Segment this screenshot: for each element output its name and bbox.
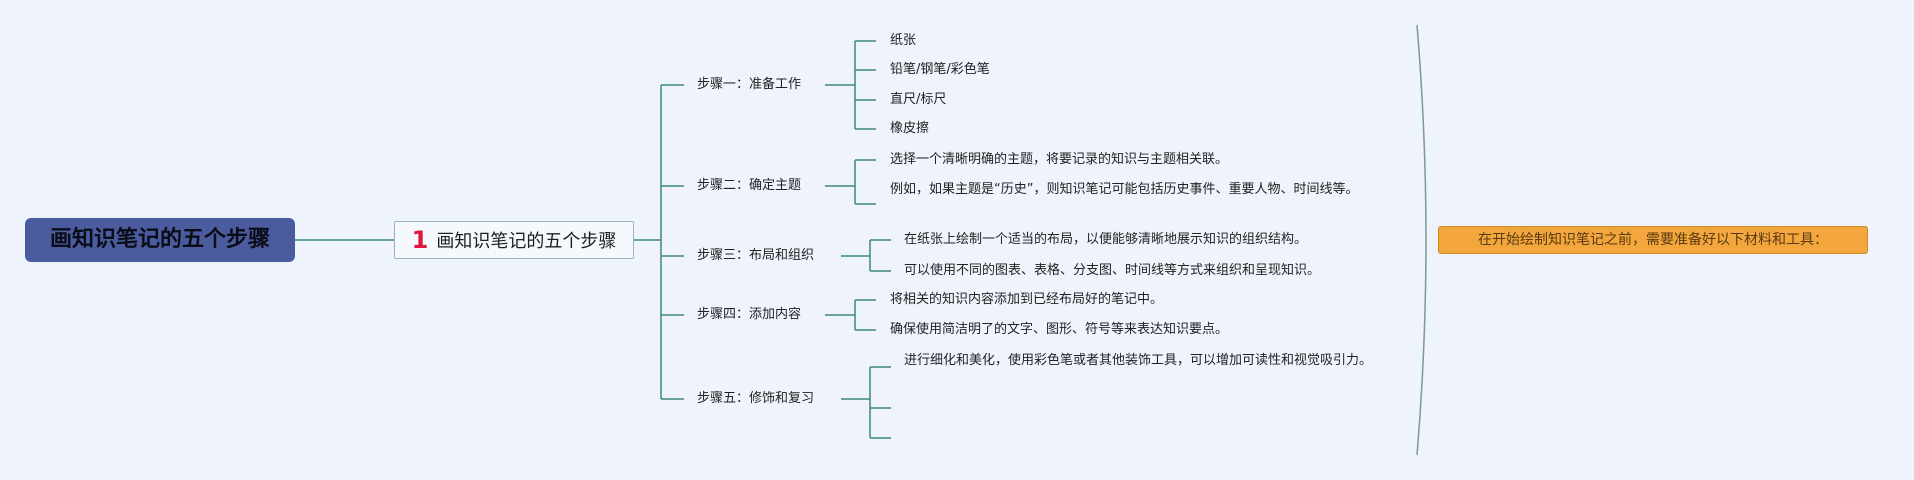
step-3-item-1[interactable]: 在纸张上绘制一个适当的布局，以便能够清晰地展示知识的组织结构。: [904, 232, 1308, 247]
step-4-item-1[interactable]: 将相关的知识内容添加到已经布局好的笔记中。: [890, 292, 1164, 307]
step-4-label[interactable]: 步骤四：添加内容: [697, 307, 802, 322]
step-3-item-2[interactable]: 可以使用不同的图表、表格、分支图、时间线等方式来组织和呈现知识。: [904, 263, 1321, 278]
step-1-label[interactable]: 步骤一：准备工作: [697, 77, 802, 92]
main-topic-number: 1: [411, 226, 429, 254]
step-5-label[interactable]: 步骤五：修饰和复习: [697, 391, 815, 406]
step-3-label[interactable]: 步骤三：布局和组织: [697, 248, 815, 263]
summary-brace: [1416, 24, 1427, 456]
step-5-item-1[interactable]: 进行细化和美化，使用彩色笔或者其他装饰工具，可以增加可读性和视觉吸引力。: [904, 353, 1373, 368]
step-1-item-3[interactable]: 直尺/标尺: [890, 92, 947, 107]
summary-note-text: 在开始绘制知识笔记之前，需要准备好以下材料和工具：: [1478, 232, 1828, 248]
main-topic[interactable]: 1 画知识笔记的五个步骤: [394, 221, 634, 259]
step-4-item-2[interactable]: 确保使用简洁明了的文字、图形、符号等来表达知识要点。: [890, 322, 1229, 337]
root-topic[interactable]: 画知识笔记的五个步骤: [25, 218, 295, 262]
step-2-label[interactable]: 步骤二：确定主题: [697, 178, 802, 193]
step-1-item-2[interactable]: 铅笔/钢笔/彩色笔: [890, 62, 990, 77]
step-2-item-1[interactable]: 选择一个清晰明确的主题，将要记录的知识与主题相关联。: [890, 152, 1229, 167]
root-topic-label: 画知识笔记的五个步骤: [49, 227, 270, 252]
step-2-item-2[interactable]: 例如，如果主题是“历史”，则知识笔记可能包括历史事件、重要人物、时间线等。: [890, 182, 1359, 197]
main-topic-label: 画知识笔记的五个步骤: [436, 231, 617, 252]
step-1-item-4[interactable]: 橡皮擦: [890, 121, 930, 136]
step-1-item-1[interactable]: 纸张: [890, 33, 917, 48]
summary-note[interactable]: 在开始绘制知识笔记之前，需要准备好以下材料和工具：: [1438, 226, 1868, 254]
